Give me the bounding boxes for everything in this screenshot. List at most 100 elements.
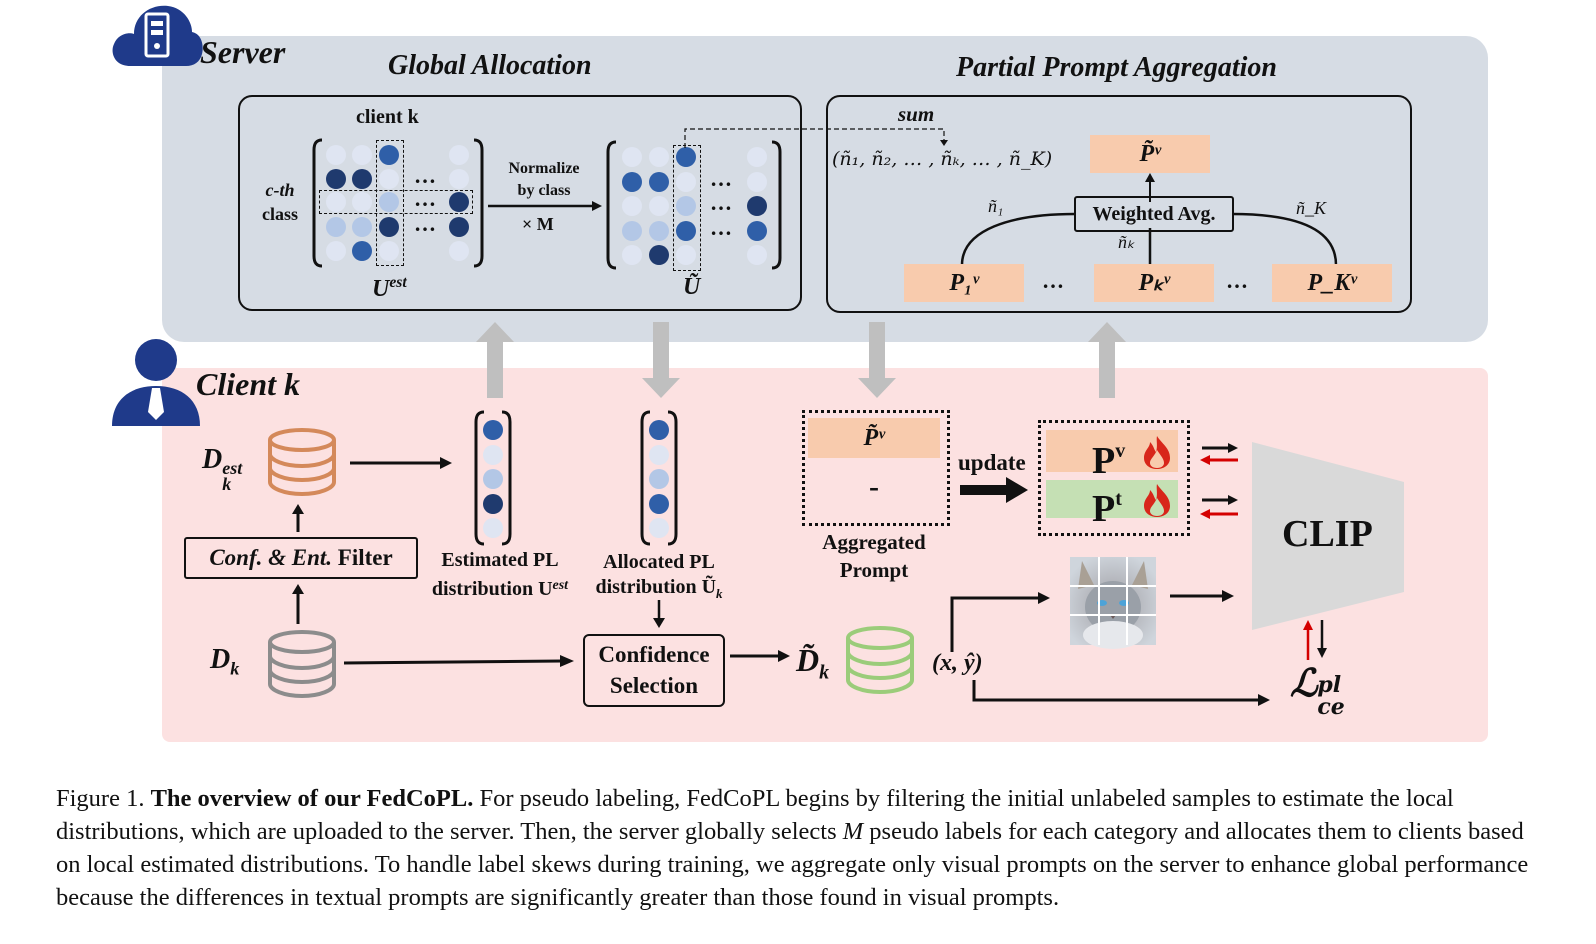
cat-image-patches — [1070, 557, 1156, 649]
normalize-arrow — [488, 201, 602, 211]
vector-dot — [483, 469, 503, 489]
figure-caption: Figure 1. The overview of our FedCoPL. F… — [56, 782, 1546, 914]
matrix-dot — [326, 241, 346, 261]
matrix-dot — [379, 217, 399, 237]
aggregation-lines — [960, 173, 1338, 266]
aggregated-prompt-visual: P̃ᵛ — [808, 418, 940, 458]
matrix-dot — [676, 147, 696, 167]
matrix-u-tilde-label: Ũ — [683, 274, 701, 300]
arrow-d-to-filter — [292, 584, 304, 624]
estimated-pl-vector — [474, 410, 512, 546]
matrix-dot — [622, 245, 642, 265]
xy-label: (x, ŷ) — [932, 650, 983, 676]
weight-nk: ñₖ — [1118, 232, 1135, 252]
vector-dot — [483, 444, 503, 465]
highlight-row — [319, 190, 473, 214]
sample-flow-lines — [950, 592, 1270, 706]
matrix-dot — [326, 145, 346, 165]
loss-label: ℒ pl ce — [1290, 660, 1345, 720]
matrix-u-tilde: ……… — [606, 140, 782, 271]
aggregated-prompt-box — [802, 410, 950, 526]
caption-text-2: pseudo labels for each category and allo… — [56, 818, 1529, 911]
matrix-dot — [326, 169, 346, 189]
partial-prompt-aggregation-title: Partial Prompt Aggregation — [956, 52, 1277, 83]
matrix-u-est-label: Uest — [372, 274, 407, 302]
highlight-column — [673, 145, 701, 271]
confidence-line1: Confidence — [598, 642, 710, 667]
matrix-ellipsis: … — [414, 163, 436, 188]
matrix-dot — [649, 245, 669, 265]
matrix-dot — [747, 147, 767, 167]
sum-connector — [684, 128, 948, 148]
allocated-pl-line2: distribution Ũk — [595, 576, 723, 601]
matrix-dot — [622, 172, 642, 192]
arrow-to-d-tilde — [730, 650, 790, 662]
ellipsis-2: … — [1226, 268, 1248, 293]
matrix-brackets — [474, 410, 512, 546]
matrix-dot — [649, 147, 669, 167]
aggregated-prompt-line2: Prompt — [839, 558, 909, 582]
estimated-pl-line2: distribution Uest — [431, 578, 569, 600]
partial-prompt-aggregation-box — [826, 95, 1412, 313]
arrow-filter-to-est — [292, 504, 304, 532]
matrix-dot — [649, 221, 669, 241]
matrix-dot — [747, 221, 767, 241]
matrix-dot — [676, 172, 696, 192]
matrix-dot — [676, 221, 696, 241]
aggregated-visual-prompt: P̃ᵛ — [1090, 135, 1210, 173]
matrix-dot — [326, 217, 346, 237]
d-est-label: D est k — [202, 444, 243, 494]
allocated-pl-line1: Allocated PL — [603, 551, 715, 573]
vector-dot — [483, 493, 503, 514]
matrix-dot — [449, 169, 469, 189]
client-title: Client k — [196, 366, 301, 402]
global-allocation-box — [238, 95, 802, 311]
client-person-icon — [112, 339, 200, 426]
matrix-dot — [622, 196, 642, 216]
matrix-brackets — [640, 410, 678, 546]
weight-nK: ñ_K — [1296, 198, 1327, 218]
matrix-dot — [747, 245, 767, 265]
allocated-pl-label: Allocated PL distribution Ũk — [584, 550, 734, 606]
arrow-image-to-clip — [1170, 590, 1234, 602]
vector-dot — [649, 444, 669, 465]
matrix-brackets — [606, 140, 782, 270]
vector-dot — [649, 420, 669, 440]
vector-dot — [649, 469, 669, 489]
times-m-label: × M — [522, 214, 554, 234]
download-arrow-alloc — [642, 322, 680, 398]
matrix-brackets — [312, 138, 484, 268]
matrix-dot — [747, 196, 767, 216]
sum-label: sum — [898, 102, 935, 126]
matrix-dot — [449, 192, 469, 212]
visual-prompt: Pv — [1046, 430, 1178, 482]
text-prompt-label: Pt — [1092, 488, 1122, 530]
fire-icon — [1144, 484, 1170, 517]
matrix-dot — [352, 169, 372, 189]
update-arrow — [960, 477, 1028, 503]
upload-arrow-est — [476, 322, 514, 398]
server-panel — [162, 36, 1488, 342]
clip-loss-arrows — [1303, 620, 1327, 660]
matrix-ellipsis: … — [710, 215, 732, 240]
estimated-pl-line1: Estimated PL — [441, 549, 559, 571]
normalize-label: Normalize by class — [498, 158, 590, 202]
database-raw-icon — [268, 630, 336, 699]
matrix-dot — [352, 192, 372, 212]
conf-ent-filter-box: Conf. & Ent. Filter — [184, 537, 418, 579]
global-allocation-title: Global Allocation — [388, 50, 592, 81]
weighted-avg-box: Weighted Avg. — [1074, 196, 1234, 232]
allocated-pl-vector — [640, 410, 678, 546]
d-k-label: Dk — [210, 644, 240, 679]
matrix-dot — [649, 196, 669, 216]
arrow-to-est-dist — [350, 457, 452, 469]
aggregated-prompt-label: Aggregated Prompt — [800, 528, 948, 584]
class-row-label-line1: c-th — [265, 180, 295, 200]
matrix-dot — [649, 172, 669, 192]
client-prompt-k: Pₖᵛ — [1094, 264, 1214, 302]
matrix-ellipsis: … — [414, 211, 436, 236]
matrix-dot — [352, 241, 372, 261]
matrix-ellipsis: … — [414, 186, 436, 211]
clip-label: CLIP — [1282, 513, 1373, 555]
caption-figure-label: Figure 1. — [56, 785, 145, 812]
